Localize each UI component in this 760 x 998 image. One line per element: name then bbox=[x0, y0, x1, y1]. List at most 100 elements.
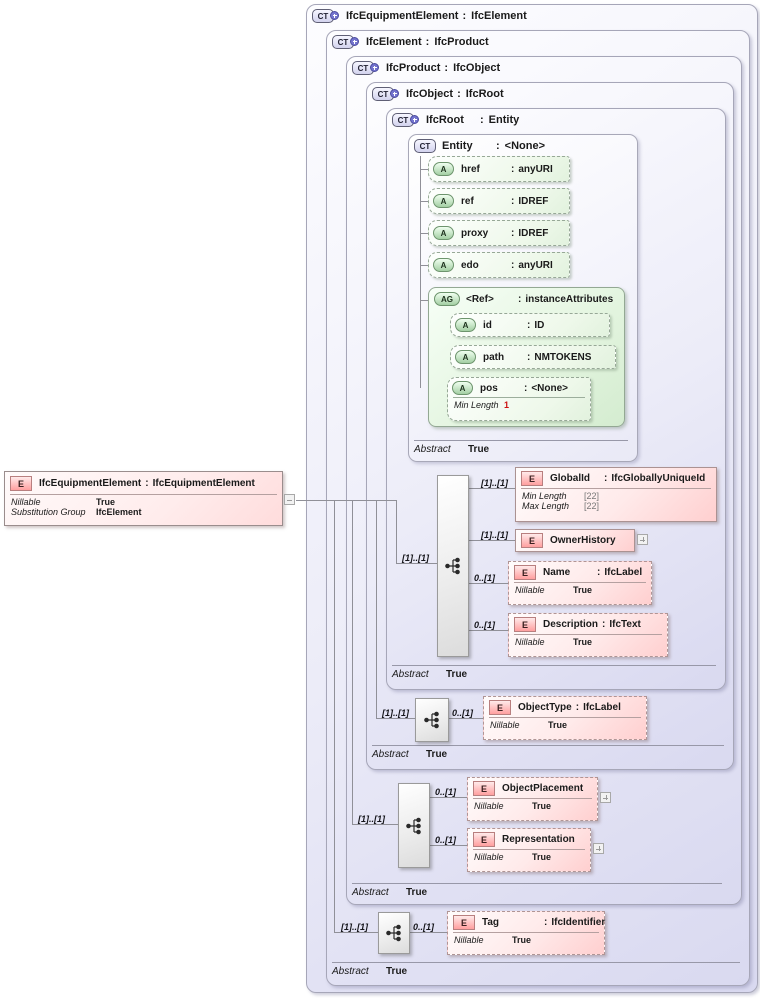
element-globalid[interactable]: E GlobalId : IfcGloballyUniqueId Min Len… bbox=[515, 467, 717, 522]
attribute-name: proxy bbox=[461, 227, 489, 239]
connector-line bbox=[296, 500, 396, 501]
attribute-type: IDREF bbox=[518, 195, 549, 207]
header-entity: CT Entity:<None> bbox=[414, 138, 545, 154]
connector-line bbox=[376, 500, 377, 718]
header-ifcequipmentelement: CT IfcEquipmentElement:IfcElement bbox=[312, 8, 527, 24]
cardinality-label: [1]..[1] bbox=[481, 530, 508, 540]
element-name: IfcEquipmentElement bbox=[39, 478, 142, 489]
attribute-path[interactable]: A path : NMTOKENS bbox=[450, 345, 616, 369]
colon: : bbox=[602, 619, 606, 630]
ct-icon-label: CT bbox=[419, 141, 431, 151]
divider bbox=[372, 745, 724, 746]
complex-type-icon[interactable]: CT bbox=[414, 139, 436, 153]
complex-type-icon[interactable]: CT bbox=[352, 61, 379, 75]
connector-line bbox=[352, 824, 398, 825]
element-type: IfcGloballyUniqueId bbox=[611, 473, 706, 484]
colon: : bbox=[527, 319, 531, 331]
container-title: IfcElement:IfcProduct bbox=[366, 36, 489, 48]
connector-line bbox=[467, 540, 515, 541]
ct-icon-label: CT bbox=[377, 89, 389, 99]
sequence-compositor[interactable] bbox=[415, 698, 449, 742]
element-icon: E bbox=[453, 915, 475, 930]
connector-line bbox=[467, 488, 515, 489]
attribute-name: path bbox=[483, 351, 505, 363]
attribute-icon: A bbox=[452, 381, 473, 395]
complex-type-icon[interactable]: CT bbox=[312, 9, 339, 23]
plus-icon bbox=[350, 37, 359, 46]
collapse-button[interactable] bbox=[284, 494, 295, 505]
connector-line bbox=[428, 845, 467, 846]
element-name: Description bbox=[543, 619, 599, 630]
connector-line bbox=[428, 797, 467, 798]
attribute-icon: A bbox=[433, 258, 454, 272]
attribute-type: <None> bbox=[531, 382, 569, 394]
container-title: IfcObject:IfcRoot bbox=[406, 88, 504, 100]
colon: : bbox=[597, 567, 601, 578]
attribute-ref[interactable]: A ref : IDREF bbox=[428, 188, 570, 214]
source-element-ifcequipmentelement[interactable]: E IfcEquipmentElement : IfcEquipmentElem… bbox=[4, 471, 283, 526]
connector-line bbox=[467, 630, 508, 631]
expand-button[interactable] bbox=[600, 792, 611, 803]
cardinality-label: 0..[1] bbox=[474, 620, 496, 630]
connector-line bbox=[447, 718, 483, 719]
complex-type-icon[interactable]: CT bbox=[392, 113, 419, 127]
element-icon: E bbox=[514, 565, 536, 580]
connector-line bbox=[408, 932, 447, 933]
sequence-compositor[interactable] bbox=[378, 912, 410, 954]
attribute-icon: A bbox=[455, 350, 476, 364]
connector-line bbox=[376, 718, 415, 719]
facet-label: Substitution Group bbox=[11, 507, 86, 517]
cardinality-label: [1]..[1] bbox=[402, 553, 429, 563]
complex-type-icon[interactable]: CT bbox=[372, 87, 399, 101]
sequence-compositor[interactable] bbox=[437, 475, 469, 657]
facet-label: Nillable bbox=[515, 637, 545, 647]
attribute-edo[interactable]: A edo : anyURI bbox=[428, 252, 570, 278]
cardinality-label: [1]..[1] bbox=[481, 478, 508, 488]
attribute-type: anyURI bbox=[518, 259, 553, 271]
attribute-name: edo bbox=[461, 259, 479, 271]
sequence-icon bbox=[445, 557, 460, 575]
attribute-href[interactable]: A href : anyURI bbox=[428, 156, 570, 182]
container-title: IfcEquipmentElement:IfcElement bbox=[346, 10, 527, 22]
connector-line bbox=[334, 500, 335, 932]
element-name: OwnerHistory bbox=[550, 535, 616, 546]
element-name: ObjectType bbox=[518, 702, 572, 713]
cardinality-label: [1]..[1] bbox=[341, 922, 368, 932]
attribute-proxy[interactable]: A proxy : IDREF bbox=[428, 220, 570, 246]
connector-line bbox=[467, 583, 508, 584]
element-name: Representation bbox=[502, 834, 575, 845]
facet-value: True bbox=[573, 637, 593, 647]
expand-button[interactable] bbox=[593, 843, 604, 854]
divider bbox=[352, 883, 722, 884]
expand-button[interactable] bbox=[637, 534, 648, 545]
element-icon: E bbox=[489, 700, 511, 715]
element-icon: E bbox=[10, 476, 32, 491]
attribute-name: ref bbox=[461, 195, 474, 207]
element-ownerhistory[interactable]: E OwnerHistory bbox=[515, 529, 635, 552]
connector-line bbox=[396, 563, 437, 564]
facet-label: Nillable bbox=[474, 801, 504, 811]
complex-type-icon[interactable]: CT bbox=[332, 35, 359, 49]
ct-icon-label: CT bbox=[357, 63, 369, 73]
element-icon: E bbox=[521, 471, 543, 486]
attribute-id[interactable]: A id : ID bbox=[450, 313, 610, 337]
connector-line bbox=[420, 233, 428, 234]
attribute-icon: A bbox=[433, 162, 454, 176]
header-ifcproduct: CT IfcProduct:IfcObject bbox=[352, 60, 500, 76]
colon: : bbox=[511, 195, 515, 207]
divider bbox=[332, 962, 740, 963]
colon: : bbox=[524, 382, 528, 394]
attribute-icon: A bbox=[455, 318, 476, 332]
entity-title: Entity:<None> bbox=[442, 140, 546, 152]
header-ifcobject: CT IfcObject:IfcRoot bbox=[372, 86, 504, 102]
sequence-compositor[interactable] bbox=[398, 783, 430, 868]
